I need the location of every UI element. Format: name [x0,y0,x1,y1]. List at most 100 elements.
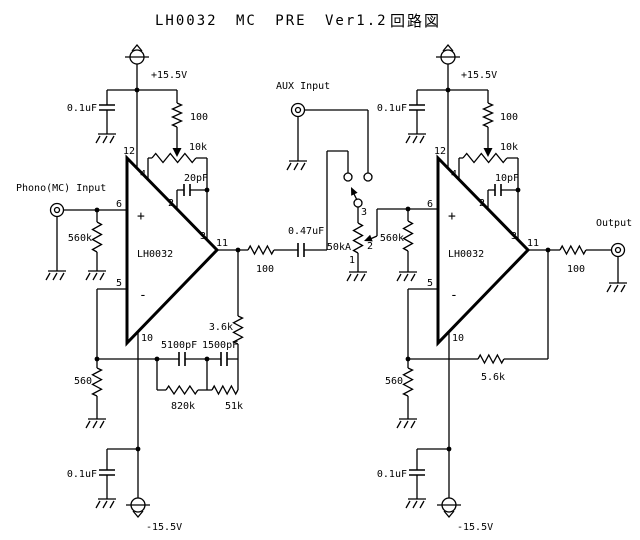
cap-value: 0.1uF [67,103,97,114]
riaa-resistor-820k: 820k [165,384,199,412]
gain-resistor-right: 560 [385,367,414,397]
resistor-icon [247,244,275,256]
offset-pot-left: 10k [151,142,207,164]
resistor-icon [211,384,239,396]
resistor-icon [477,353,505,365]
opamp-triangle [436,154,531,347]
resistor-icon [402,220,414,252]
capacitor-icon [183,184,191,196]
rca-jack-icon [49,202,65,218]
pin-5: 5 [116,278,122,289]
pin-2: 2 [168,198,174,209]
pin-12: 12 [123,146,135,157]
resistor-icon [165,384,199,396]
offset-pot-right: 10k [462,142,518,164]
aux-label: AUX Input [276,81,330,92]
pin-12: 12 [434,146,446,157]
output-resistor-right: 100 [559,244,587,275]
rca-jack-icon-inner [53,206,61,214]
resistor-value: 51k [225,401,243,412]
resistor-value: 100 [256,264,274,275]
wiper-arrow-icon [172,148,182,157]
comp-cap-left: 20pF [183,173,208,196]
pin-11: 11 [527,238,539,249]
supply-resistor-left: 100 [170,102,208,157]
supply-resistor-right: 100 [481,102,518,157]
plus-input-sign: + [137,209,145,224]
opamp-part-number: LH0032 [448,249,484,260]
cap-value: 10pF [495,173,519,184]
vminus-terminal-left: -15.5V [126,497,182,533]
bypass-cap-bottom-left: 0.1uF [67,469,115,480]
opamp-right: LH0032 + - [436,154,531,347]
right-wires [407,64,619,499]
opamp-left: LH0032 + - [125,154,220,347]
input-resistor-left: 560k [68,221,103,253]
pot-pin-3: 3 [361,207,367,218]
cap-value: 0.1uF [377,103,407,114]
terminal-bar [436,43,460,58]
pin-10: 10 [452,333,464,344]
vminus-label: -15.5V [457,522,493,533]
potentiometer-icon [352,222,364,254]
riaa-cap-1500pf: 1500pF [202,340,238,366]
resistor-icon [170,102,184,128]
resistor-value: 100 [500,112,518,123]
cap-value: 0.1uF [67,469,97,480]
riaa-resistor-51k: 51k [211,384,243,412]
pot-pin-1: 1 [349,255,355,266]
bypass-cap-top-left: 0.1uF [67,103,115,114]
pot-value: 50kA [327,242,351,253]
resistor-value: 100 [567,264,585,275]
right-stage: +15.5V 0.1uF 100 10k 10pF LH0032 + - [377,43,632,533]
title-main: LH0032 MC PRE Ver1.2 [155,13,388,29]
pin-6: 6 [116,199,122,210]
pin-3: 3 [200,231,206,242]
gain-resistor-left: 560 [74,367,103,397]
pin-2: 2 [479,198,485,209]
bypass-cap-bottom-right: 0.1uF [377,469,425,480]
capacitor-icon [409,104,425,111]
capacitor-icon [494,184,502,196]
resistor-icon [559,244,587,256]
potentiometer-icon [462,152,508,164]
pin-5: 5 [427,278,433,289]
capacitor-icon [99,469,115,476]
resistor-icon [91,367,103,397]
middle-wires [297,109,408,272]
vminus-terminal-right: -15.5V [437,497,493,533]
resistor-icon [232,315,244,345]
opamp-part-number: LH0032 [137,249,173,260]
resistor-value: 5.6k [481,372,505,383]
resistor-value: 820k [171,401,195,412]
pin-10: 10 [141,333,153,344]
opamp-left-pins: 12 4 2 3 11 6 5 10 [116,146,228,344]
capacitor-icon [220,352,228,366]
cap-value: 0.47uF [288,226,324,237]
rca-jack-icon [610,242,626,258]
resistor-icon [402,367,414,397]
riaa-resistor-3-6k: 3.6k [209,315,244,345]
resistor-value: 3.6k [209,322,233,333]
resistor-value: 560k [380,233,404,244]
pot-value: 10k [189,142,207,153]
cap-value: 1500pF [202,340,238,351]
capacitor-icon [409,469,425,476]
terminal-bar [126,504,150,519]
resistor-icon [91,221,103,253]
aux-input: AUX Input [276,81,330,118]
terminal-bar [437,504,461,519]
output-resistor-left: 100 [247,244,275,275]
output-jack: Output [596,218,632,258]
pin-11: 11 [216,238,228,249]
resistor-value: 560 [385,376,403,387]
vplus-label: +15.5V [461,70,497,81]
pin-6: 6 [427,199,433,210]
title-suffix: 回路図 [390,12,441,30]
pot-pin-2: 2 [367,241,373,252]
junction-dots-right [405,87,551,452]
ground-symbols-middle [286,160,367,282]
bypass-cap-top-right: 0.1uF [377,103,425,114]
rca-jack-icon [290,102,306,118]
